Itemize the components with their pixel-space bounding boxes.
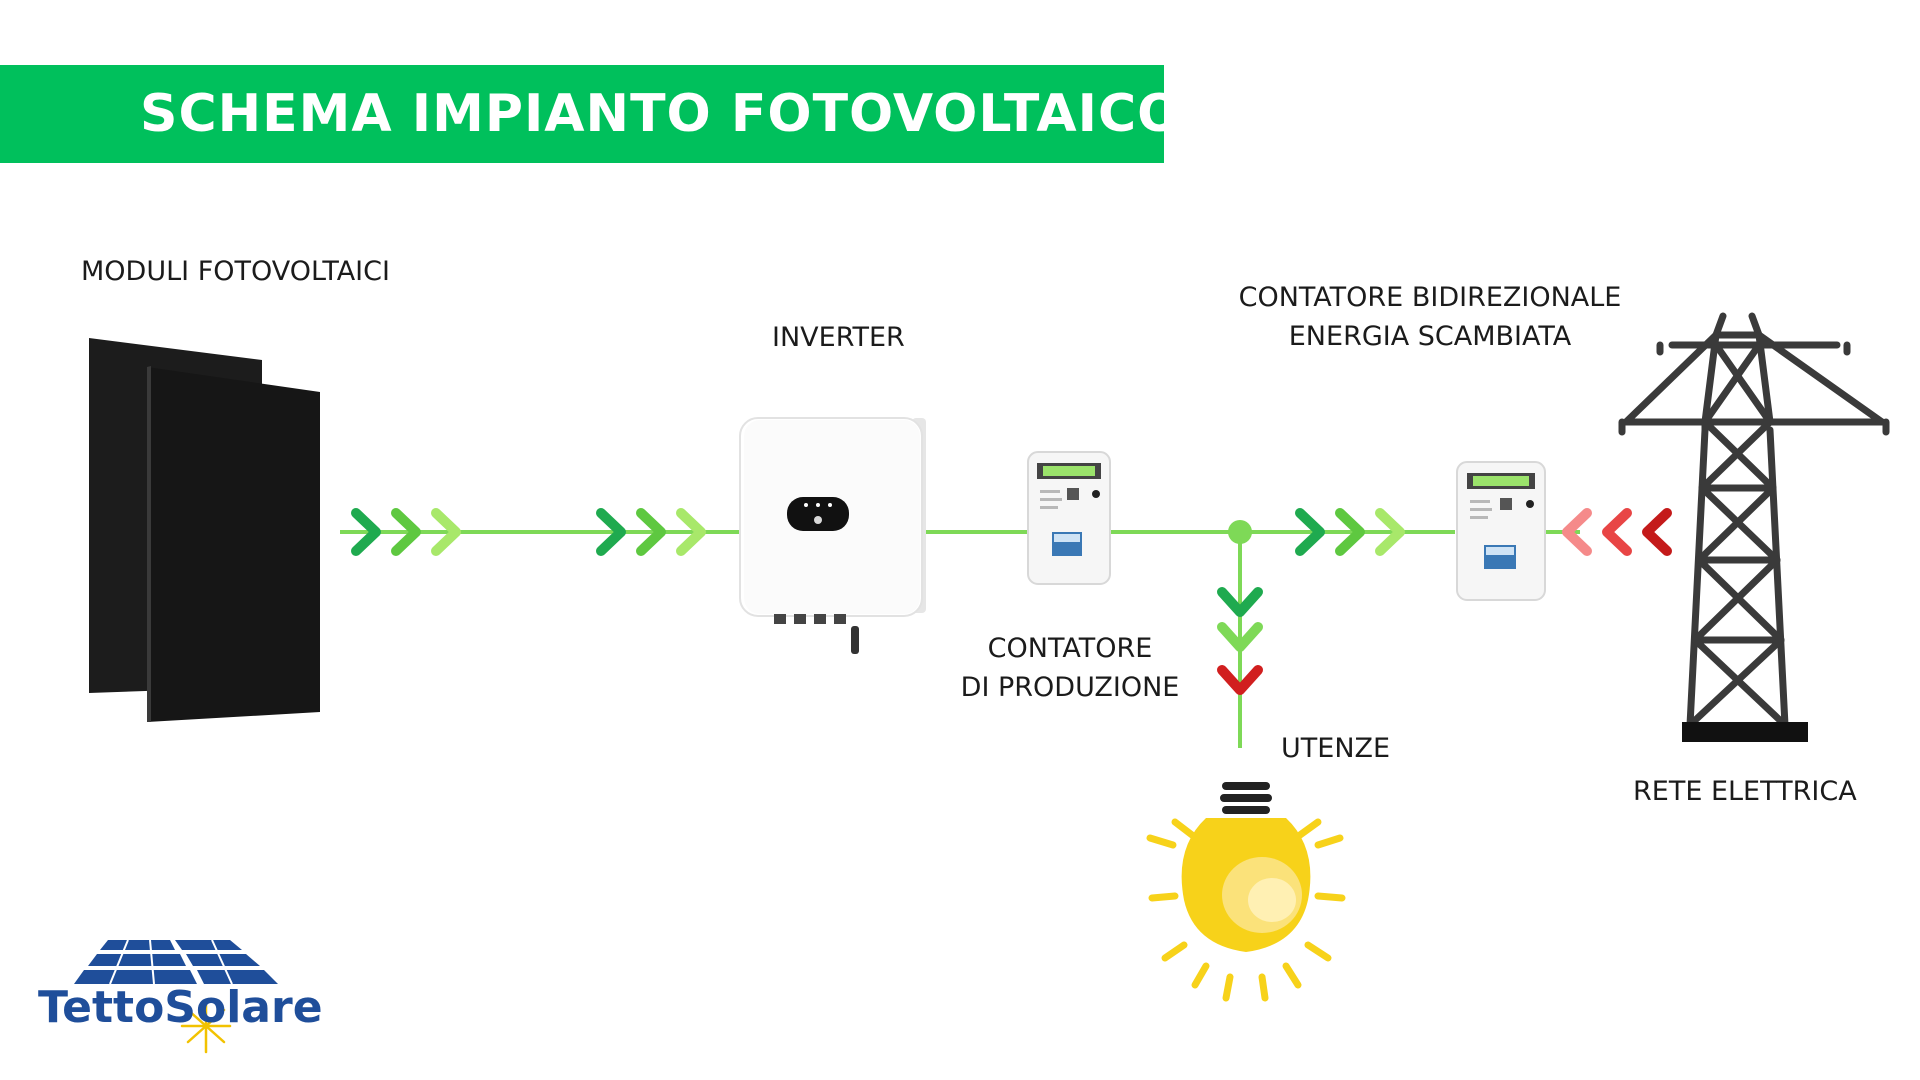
label-contatore-bidirezionale-line1: CONTATORE BIDIREZIONALE	[1238, 282, 1622, 313]
chevron-right-icon	[676, 508, 706, 556]
logo-wordmark: TettoSolare	[38, 982, 323, 1033]
inverter-icon	[739, 417, 926, 654]
title-banner: SCHEMA IMPIANTO FOTOVOLTAICO	[0, 65, 1181, 163]
label-contatore-bidirezionale: CONTATORE BIDIREZIONALE ENERGIA SCAMBIAT…	[1210, 282, 1650, 352]
label-utenze: UTENZE	[1281, 733, 1391, 764]
chevron-down-icon	[1217, 622, 1263, 652]
chevron-left-icon	[1562, 508, 1592, 556]
solar-panels-icon	[89, 338, 320, 722]
chevron-right-icon	[1375, 508, 1405, 556]
chevron-left-icon	[1602, 508, 1632, 556]
chevron-down-icon	[1217, 665, 1263, 695]
label-contatore-produzione: CONTATORE DI PRODUZIONE	[940, 633, 1200, 703]
label-moduli-fotovoltaici: MODULI FOTOVOLTAICI	[81, 256, 390, 287]
light-bulb-icon	[1146, 782, 1346, 1002]
flow-arrows-dc	[596, 508, 706, 556]
flow-arrows-loads	[1217, 587, 1263, 695]
chevron-right-icon	[431, 508, 461, 556]
chevron-right-icon	[596, 508, 626, 556]
label-rete-elettrica: RETE ELETTRICA	[1633, 776, 1857, 807]
tower-base	[1682, 722, 1808, 742]
bidirectional-meter-icon	[1456, 461, 1546, 601]
production-meter-icon	[1027, 451, 1111, 585]
chevron-right-icon	[1295, 508, 1325, 556]
tettosolare-logo-icon	[74, 939, 278, 1054]
page-title: SCHEMA IMPIANTO FOTOVOLTAICO	[140, 84, 1183, 144]
chevron-right-icon	[391, 508, 421, 556]
flow-arrows-import	[1562, 508, 1672, 556]
junction-node	[1228, 520, 1252, 544]
chevron-right-icon	[351, 508, 381, 556]
chevron-left-icon	[1642, 508, 1672, 556]
chevron-down-icon	[1217, 587, 1263, 617]
label-contatore-produzione-line2: DI PRODUZIONE	[960, 672, 1180, 703]
chevron-right-icon	[1335, 508, 1365, 556]
label-inverter: INVERTER	[772, 322, 905, 353]
label-contatore-produzione-line1: CONTATORE	[987, 633, 1153, 664]
chevron-right-icon	[636, 508, 666, 556]
flow-arrows-export	[1295, 508, 1405, 556]
transmission-tower-icon	[1618, 312, 1890, 729]
flow-arrows-panels	[351, 508, 461, 556]
label-contatore-bidirezionale-line2: ENERGIA SCAMBIATA	[1288, 321, 1572, 352]
